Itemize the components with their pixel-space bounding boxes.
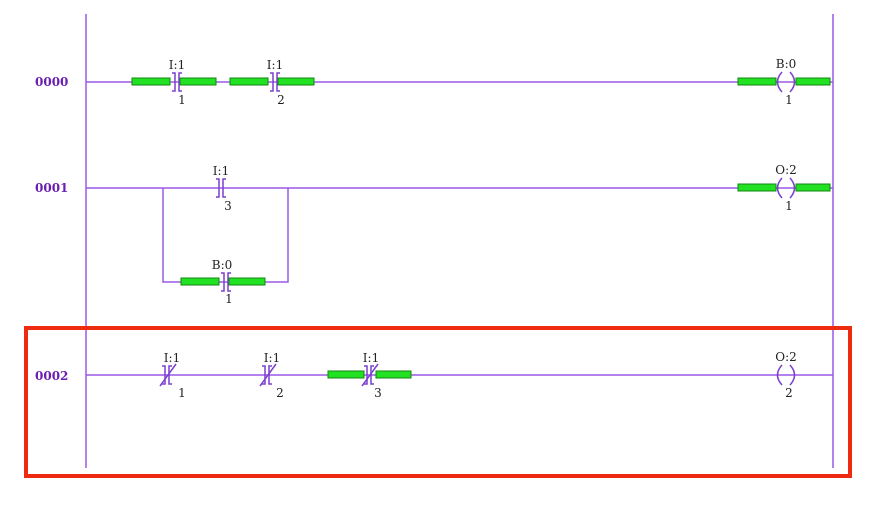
energized-indicator [795, 183, 831, 192]
coil-left-arc [776, 364, 783, 386]
rung-number: 0001 [35, 181, 68, 195]
contact-left-bar [172, 72, 176, 92]
contact-address: I:1 [164, 351, 180, 365]
energized-indicator [131, 77, 171, 86]
contact-bit: 2 [277, 93, 285, 107]
contact-left-bar [262, 365, 266, 385]
contact-address: I:1 [267, 58, 283, 72]
contact-right-bar [276, 72, 280, 92]
contact-bit: 1 [178, 93, 186, 107]
energized-indicator [327, 370, 365, 379]
contact-bit: 3 [374, 386, 382, 400]
contact-no-b0-1[interactable]: B:0 1 [180, 258, 266, 306]
rung-0001[interactable]: 0001 I:1 3 O:2 1 B:0 1 [35, 163, 833, 306]
rung-0002[interactable]: 0002 I:1 1 I:1 2 I:1 3 [35, 350, 833, 400]
contact-no-i1-1[interactable]: I:1 1 [131, 58, 217, 107]
energized-indicator [277, 77, 315, 86]
contact-right-bar [222, 178, 226, 198]
contact-bit: 1 [225, 292, 233, 306]
coil-o2-2[interactable]: O:2 2 [775, 350, 797, 400]
contact-right-bar [268, 365, 272, 385]
contact-nc-slash [259, 363, 277, 387]
coil-o2-1[interactable]: O:2 1 [737, 163, 831, 213]
energized-indicator [228, 277, 266, 286]
energized-indicator [737, 183, 777, 192]
rung-0000[interactable]: 0000 I:1 1 I:1 2 B:0 1 [35, 57, 833, 107]
contact-left-bar [216, 178, 220, 198]
contact-nc-slash [159, 363, 177, 387]
coil-left-arc [776, 71, 783, 93]
contact-left-bar [162, 365, 166, 385]
contact-address: I:1 [264, 351, 280, 365]
energized-indicator [795, 77, 831, 86]
contact-address: I:1 [213, 164, 229, 178]
branch-wire [162, 188, 289, 283]
coil-bit: 2 [785, 386, 793, 400]
rung-number: 0000 [35, 75, 68, 89]
contact-nc-i1-2[interactable]: I:1 2 [259, 351, 284, 400]
coil-address: O:2 [775, 350, 797, 364]
coil-address: B:0 [776, 57, 797, 71]
energized-indicator [180, 277, 220, 286]
coil-right-arc [789, 364, 796, 386]
coil-right-arc [789, 177, 796, 199]
contact-bit: 3 [224, 199, 232, 213]
contact-address: I:1 [363, 351, 379, 365]
contact-nc-i1-3[interactable]: I:1 3 [327, 351, 412, 400]
coil-left-arc [776, 177, 783, 199]
contact-right-bar [227, 272, 231, 292]
energized-indicator [179, 77, 217, 86]
contact-right-bar [168, 365, 172, 385]
coil-bit: 1 [785, 199, 793, 213]
rung-number: 0002 [35, 369, 68, 383]
coil-b0-1[interactable]: B:0 1 [737, 57, 831, 107]
energized-indicator [737, 77, 777, 86]
contact-address: I:1 [169, 58, 185, 72]
contact-bit: 2 [276, 386, 284, 400]
contact-left-bar [364, 365, 368, 385]
contact-address: B:0 [212, 258, 233, 272]
rung-highlight-box [24, 326, 852, 478]
coil-address: O:2 [775, 163, 797, 177]
contact-left-bar [270, 72, 274, 92]
energized-indicator [229, 77, 269, 86]
contact-right-bar [370, 365, 374, 385]
contact-nc-slash [361, 363, 379, 387]
contact-right-bar [178, 72, 182, 92]
coil-right-arc [789, 71, 796, 93]
contact-nc-i1-1[interactable]: I:1 1 [159, 351, 186, 400]
coil-bit: 1 [785, 93, 793, 107]
contact-no-i1-2[interactable]: I:1 2 [229, 58, 315, 107]
contact-bit: 1 [178, 386, 186, 400]
contact-left-bar [221, 272, 225, 292]
contact-no-i1-3[interactable]: I:1 3 [213, 164, 232, 213]
energized-indicator [375, 370, 412, 379]
